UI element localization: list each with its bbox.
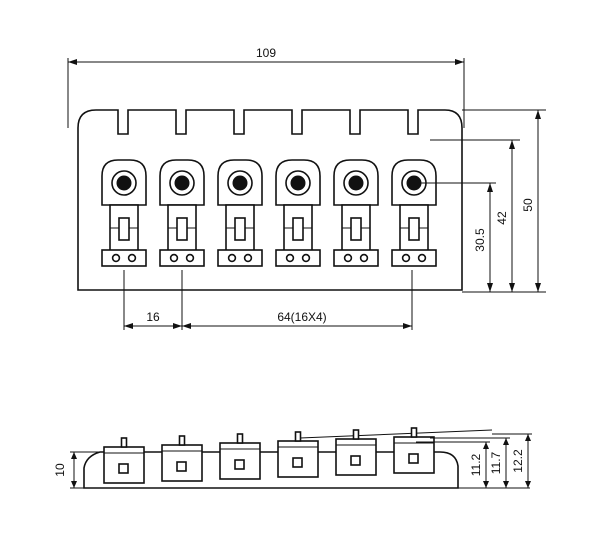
string-hole — [406, 175, 422, 191]
saddle-base — [391, 249, 437, 267]
dimension-height-a-label: 11.2 — [469, 453, 483, 476]
saddle-side-screw — [236, 433, 244, 444]
saddle-side-screw — [410, 427, 418, 438]
dimension-height-total: 50 — [462, 109, 546, 293]
saddle-screw — [243, 253, 253, 263]
side-view: 10 11.2 11.7 12.2 — [53, 427, 532, 489]
saddle-screw-slot — [408, 217, 420, 241]
saddle-screw — [343, 253, 353, 263]
side-base-outline — [83, 451, 459, 489]
dimension-height-c-label: 12.2 — [511, 449, 525, 473]
dimension-overall-width: 109 — [67, 46, 465, 128]
saddle-base — [159, 249, 205, 267]
saddle-screw — [227, 253, 237, 263]
dimension-base-height-label: 10 — [53, 463, 67, 477]
string-hole — [348, 175, 364, 191]
saddle-side — [219, 433, 261, 480]
saddle-group-side — [103, 427, 435, 484]
saddle-screw-slot — [292, 217, 304, 241]
saddle-screw — [111, 253, 121, 263]
dimension-spacing-single-label: 16 — [146, 310, 160, 324]
saddle-top — [333, 159, 379, 267]
saddle-top — [159, 159, 205, 267]
saddle-side-screw — [352, 429, 360, 440]
saddle-top — [217, 159, 263, 267]
saddle-screw-slot — [234, 217, 246, 241]
saddle-side-screw — [178, 435, 186, 446]
saddle-screw — [285, 253, 295, 263]
top-view: 109 50 42 30.5 — [67, 46, 546, 330]
saddle-side-hole — [176, 461, 187, 472]
saddle-side — [335, 429, 377, 476]
string-hole — [290, 175, 306, 191]
saddle-side-hole — [292, 457, 303, 468]
saddle-screw-slot — [118, 217, 130, 241]
saddle-side — [103, 437, 145, 484]
saddle-side-hole — [118, 463, 129, 474]
string-hole — [174, 175, 190, 191]
string-hole — [116, 175, 132, 191]
saddle-base — [217, 249, 263, 267]
saddle-screw — [401, 253, 411, 263]
dimension-height-hole: 30.5 — [420, 182, 496, 292]
dimension-spacing-group-label: 64(16X4) — [277, 310, 326, 324]
saddle-side-screw — [294, 431, 302, 442]
saddle-side-screw — [120, 437, 128, 448]
dimension-height-hole-label: 30.5 — [473, 228, 487, 252]
saddle-screw — [359, 253, 369, 263]
saddle-side-hole — [408, 453, 419, 464]
saddle-screw — [185, 253, 195, 263]
saddle-top — [101, 159, 147, 267]
saddle-side-hole — [234, 459, 245, 470]
dimension-height-b-label: 11.7 — [489, 451, 503, 474]
saddle-screw — [127, 253, 137, 263]
saddle-screw-slot — [350, 217, 362, 241]
saddle-screw — [301, 253, 311, 263]
baseplate-outline — [77, 109, 463, 291]
saddle-base — [275, 249, 321, 267]
side-slope-line — [299, 429, 493, 439]
dimension-overall-width-label: 109 — [256, 46, 276, 60]
saddle-screw — [417, 253, 427, 263]
saddle-side — [277, 431, 319, 478]
dimension-height-total-label: 50 — [521, 198, 535, 212]
saddle-group-top — [101, 159, 437, 267]
saddle-screw-slot — [176, 217, 188, 241]
dimension-height-mid: 42 — [430, 139, 520, 292]
saddle-base — [333, 249, 379, 267]
saddle-top — [391, 159, 437, 267]
saddle-side — [393, 427, 435, 474]
dimension-height-mid-label: 42 — [495, 211, 509, 225]
dimension-base-height: 10 — [53, 451, 100, 489]
dimension-side-heights: 11.2 11.7 12.2 — [416, 433, 532, 489]
string-hole — [232, 175, 248, 191]
saddle-top — [275, 159, 321, 267]
saddle-side — [161, 435, 203, 482]
dimension-spacing: 16 64(16X4) — [123, 270, 413, 330]
saddle-side-hole — [350, 455, 361, 466]
saddle-screw — [169, 253, 179, 263]
saddle-base — [101, 249, 147, 267]
